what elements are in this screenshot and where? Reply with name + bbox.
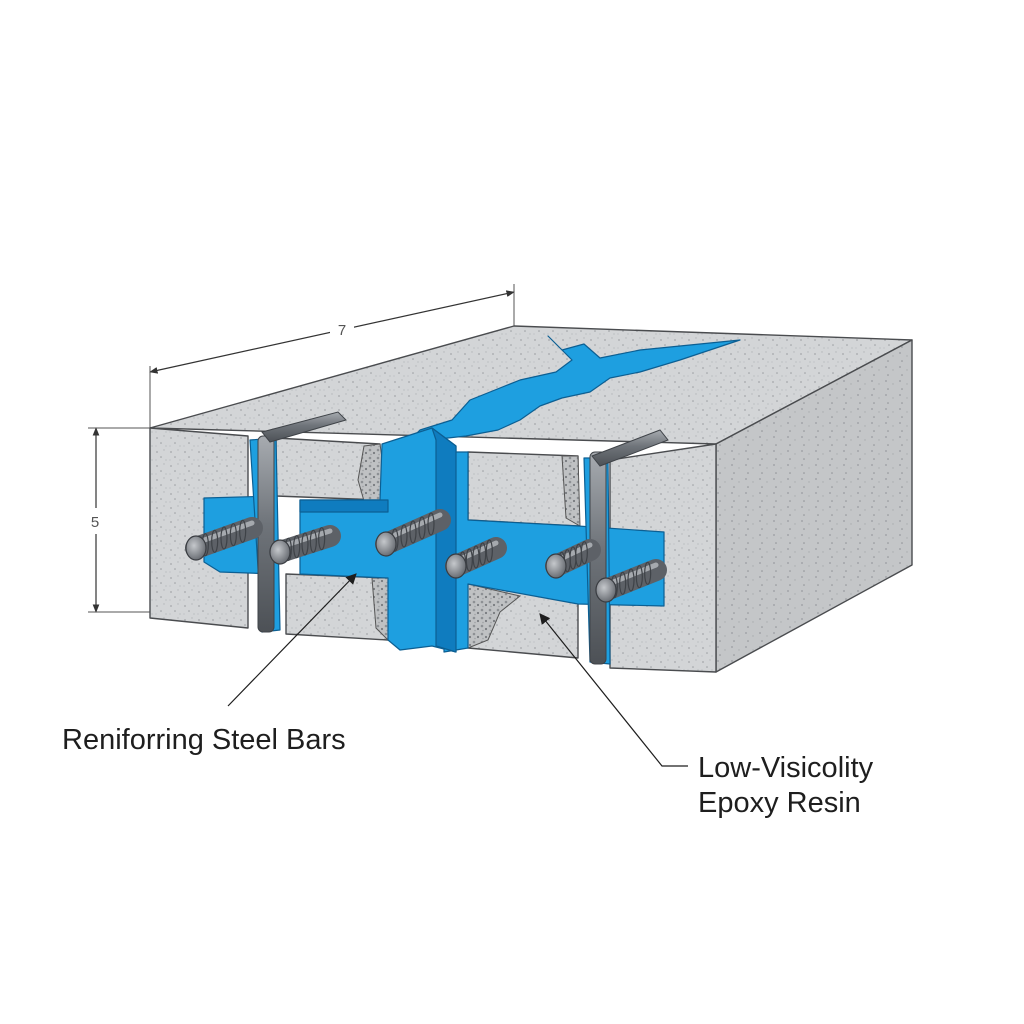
rebar-left-inner <box>269 525 341 565</box>
rebar-group <box>185 411 669 665</box>
height-dimension-label: 5 <box>91 514 99 531</box>
rebar-callout: Reniforring Steel Bars <box>62 573 357 756</box>
epoxy-top-crack <box>407 335 741 443</box>
top-rebar-right <box>591 429 669 467</box>
top-rebar-left <box>261 411 347 443</box>
height-dimension: 5 <box>84 427 152 613</box>
rebar-left-outer <box>185 517 263 561</box>
rebar-right-inner <box>545 539 601 579</box>
rebar-label: Reniforring Steel Bars <box>62 724 346 756</box>
epoxy-label-line1: Low-Visicolity <box>698 752 874 784</box>
rebar-ends <box>185 509 667 603</box>
rebar-right-outer <box>595 559 667 603</box>
beam-center-right-upper <box>467 451 579 527</box>
rebar-center-left <box>375 509 451 557</box>
rebar-center-right <box>445 537 507 579</box>
epoxy-callout: Low-Visicolity Epoxy Resin <box>539 613 874 819</box>
epoxy-label-line2: Epoxy Resin <box>698 787 861 819</box>
length-dimension: 7 <box>149 284 515 428</box>
length-dimension-label: 7 <box>338 322 346 339</box>
beam-left-block <box>149 427 249 629</box>
